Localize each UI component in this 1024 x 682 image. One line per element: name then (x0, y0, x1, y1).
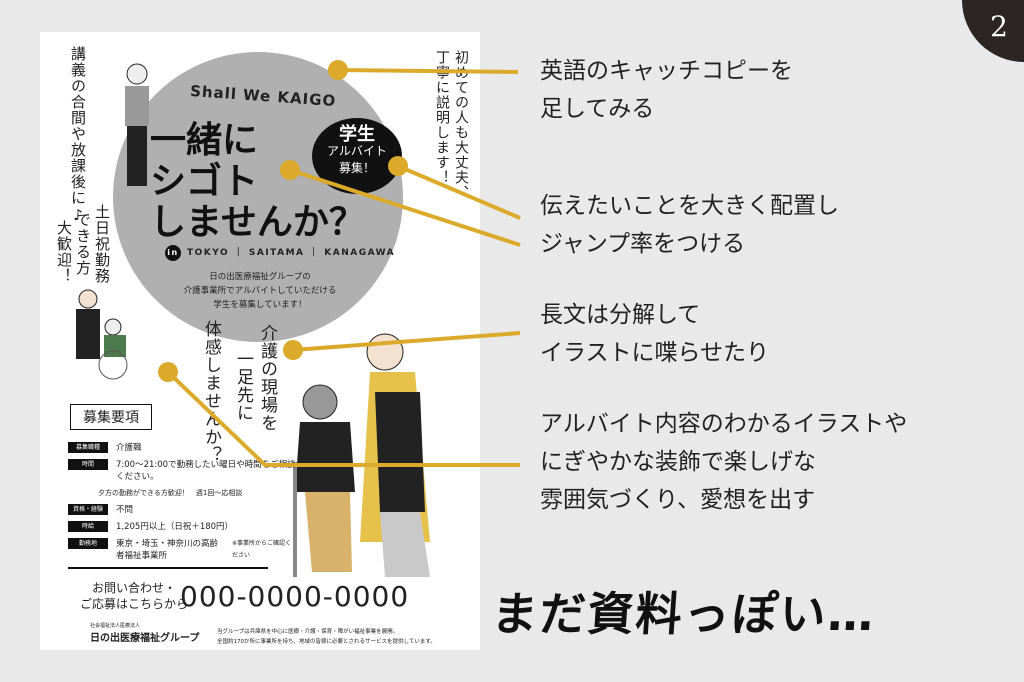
vertical-text: 体感しませんか？ (201, 320, 221, 464)
cities-text: TOKYO ｜ SAITAMA ｜ KANAGAWA (187, 248, 396, 258)
annotation-line: 英語のキャッチコピーを (540, 58, 793, 84)
vertical-text: 土日祝勤務 (93, 204, 111, 284)
vertical-text: 介護の現場を (257, 324, 277, 432)
org-sub: 社会福祉法人医療法人 (90, 623, 141, 629)
evening-note: 夕方の勤務ができる方歓迎！ 週1回〜応相談 (98, 489, 243, 497)
intro-text: 日の出医療福祉グループの 介護事業所でアルバイトしていただける 学生を募集してい… (160, 270, 360, 312)
intro-line: 学生を募集しています！ (213, 300, 307, 310)
org-logo: 社会福祉法人医療法人日の出医療福祉グループ (90, 622, 199, 644)
intro-line: 介護事業所でアルバイトしていただける (183, 286, 337, 296)
wheelchair-illustration (76, 289, 128, 380)
gray-circle (113, 52, 403, 342)
row-value: 1,205円以上（日祝＋180円） (116, 522, 234, 532)
vertical-text-left: 講義の合間や放課後に♪ (69, 46, 87, 225)
requirements-title: 募集要項 (70, 404, 152, 430)
vertical-text-right: 初めての人も大丈夫、丁寧に説明します！ (434, 50, 469, 200)
badge-top: 学生 (339, 124, 375, 145)
row-label: 勤務地 (68, 538, 108, 549)
row-label: 時間 (68, 459, 108, 470)
annotation-1: 英語のキャッチコピーを足してみる (540, 52, 793, 128)
headline-line: 一緒に (150, 120, 259, 161)
headline: 一緒に シゴト しませんか？ (150, 120, 365, 243)
org-name: 日の出医療福祉グループ (90, 633, 200, 644)
requirement-row: 資格・経験不問 (68, 504, 298, 516)
headline-line: しませんか？ (150, 202, 365, 243)
page-number: 2 (990, 10, 1008, 43)
row-value: 介護職 (116, 443, 142, 453)
annotation-line: イラストに喋らせたり (540, 340, 770, 366)
badge-bottom: 募集！ (338, 161, 375, 175)
annotation-line: アルバイト内容のわかるイラストや (540, 411, 908, 437)
pointer-dot (283, 340, 303, 360)
pointer-dot (388, 156, 408, 176)
pointer-line (337, 68, 519, 74)
pointer-dot (280, 160, 300, 180)
recruitment-poster: Shall We KAIGO 一緒に シゴト しませんか？ 学生 アルバイト 募… (40, 32, 480, 650)
footer-line: 全国約170か所に事業所を持ち、地域の皆様に必要とされるサービスを提供しています… (217, 639, 436, 645)
phone-number: 000-0000-0000 (180, 580, 410, 613)
row-value: 7:00〜21:00で勤務したい曜日や時間をご相談ください。 (116, 460, 296, 482)
requirement-row: 募集職種介護職 (68, 442, 298, 454)
annotation-line: ジャンプ率をつける (540, 231, 746, 257)
row-label: 資格・経験 (68, 504, 108, 515)
requirement-row: 時間 7:00〜21:00で勤務したい曜日や時間をご相談ください。 (68, 459, 298, 483)
in-badge: in (165, 245, 181, 261)
pointer-dot (158, 362, 178, 382)
vertical-text: 一足先に (233, 350, 253, 422)
pointer-line (289, 168, 521, 247)
annotation-2: 伝えたいことを大きく配置しジャンプ率をつける (540, 187, 839, 263)
vertical-text: 大歓迎！ (55, 220, 73, 284)
row-value: 不問 (116, 505, 134, 515)
annotation-3: 長文は分解してイラストに喋らせたり (540, 296, 769, 372)
badge-middle: アルバイト (327, 144, 387, 158)
contact-label: お問い合わせ・ご応募はこちらから (80, 580, 188, 612)
annotation-line: 長文は分解して (540, 302, 701, 328)
annotation-line: 伝えたいことを大きく配置し (540, 193, 839, 219)
intro-line: 日の出医療福祉グループの (209, 272, 311, 282)
pointer-dot (328, 60, 348, 80)
contact-line: ご応募はこちらから (80, 597, 189, 611)
location-note: ※事業所からご確認ください (232, 540, 292, 559)
pointer-line (292, 331, 521, 352)
annotation-line: にぎやかな装飾で楽しげな (540, 449, 816, 475)
requirement-row: 時給 1,205円以上（日祝＋180円） (68, 521, 298, 533)
student-illustration (125, 63, 149, 186)
annotation-4: アルバイト内容のわかるイラストやにぎやかな装飾で楽しげな雰囲気づくり、愛想を出す (540, 405, 907, 519)
annotation-line: 雰囲気づくり、愛想を出す (540, 487, 816, 513)
conclusion-text: まだ資料っぽい… (489, 587, 878, 641)
row-label: 募集職種 (68, 442, 108, 453)
row-value: 東京・埼玉・神奈川の高齢者福祉事業所 (116, 539, 219, 561)
footer-line: 当グループは兵庫県を中心に医療・介護・保育・障がい福祉事業を展開。 (217, 629, 399, 635)
footer-text: 当グループは兵庫県を中心に医療・介護・保育・障がい福祉事業を展開。全国約170か… (217, 627, 436, 647)
requirement-row: 勤務地東京・埼玉・神奈川の高齢者福祉事業所 ※事業所からご確認ください (68, 538, 298, 562)
pointer-line (397, 164, 521, 220)
cities: in TOKYO ｜ SAITAMA ｜ KANAGAWA (165, 245, 395, 261)
requirements-table: 募集職種介護職 時間 7:00〜21:00で勤務したい曜日や時間をご相談ください。… (68, 442, 298, 567)
pointer-line (166, 370, 520, 467)
annotation-line: 足してみる (540, 96, 655, 122)
vertical-text: できる方 (74, 212, 92, 276)
divider (68, 567, 268, 569)
headline-line: シゴト (150, 161, 259, 202)
contact-line: お問い合わせ・ (92, 581, 177, 595)
row-label: 時給 (68, 521, 108, 532)
